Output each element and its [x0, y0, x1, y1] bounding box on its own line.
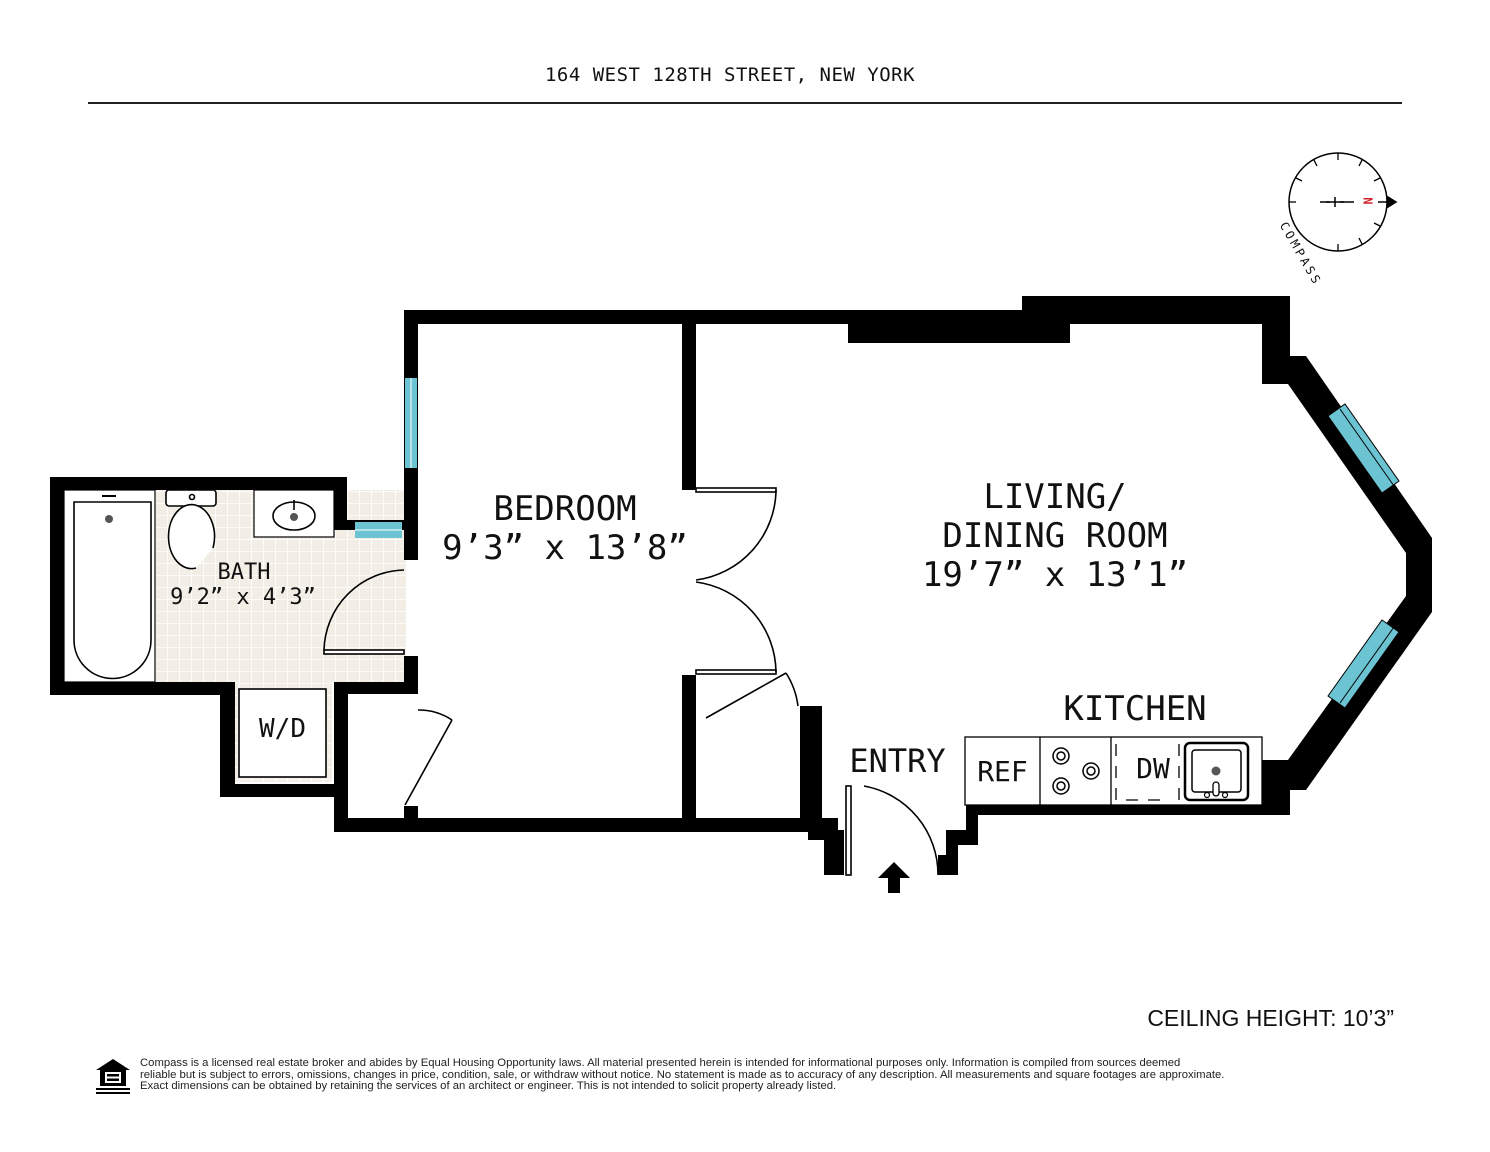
- laundry-label: W/D: [259, 714, 306, 744]
- living-room-name-line2: DINING ROOM: [942, 516, 1168, 557]
- header-divider: [88, 102, 1402, 104]
- bath-name: BATH: [217, 560, 271, 585]
- bath-label: BATH 9’2” x 4’3”: [150, 560, 336, 611]
- dishwasher-outline: [1115, 744, 1180, 801]
- bath-dimensions: 9’2” x 4’3”: [170, 585, 316, 611]
- disclaimer-line-3: Exact dimensions can be obtained by reta…: [140, 1080, 837, 1093]
- refrigerator-label: REF: [977, 755, 1028, 788]
- living-room-label: LIVING/ DINING ROOM 19’7” x 13’1”: [905, 477, 1205, 596]
- windows: [355, 378, 1400, 709]
- equal-housing-opportunity-icon: [96, 1059, 130, 1094]
- bath-sink-icon: [253, 489, 335, 538]
- disclaimer-line-2: reliable but is subject to errors, omiss…: [140, 1068, 1225, 1081]
- kitchen-sink-icon: [1183, 741, 1250, 802]
- stove-icon: [1052, 747, 1100, 795]
- washer-dryer-icon: [238, 688, 327, 778]
- bedroom-name: BEDROOM: [493, 489, 637, 529]
- bedroom-dimensions: 9’3” x 13’8”: [442, 528, 688, 569]
- doors: [323, 487, 939, 876]
- ceiling-height: CEILING HEIGHT: 10’3”: [1147, 1005, 1394, 1031]
- compass-icon: [1288, 152, 1398, 252]
- legal-disclaimer: Compass is a licensed real estate broker…: [140, 1057, 1400, 1093]
- disclaimer-line-1: Compass is a licensed real estate broker…: [140, 1057, 1181, 1069]
- living-room-dimensions: 19’7” x 13’1”: [921, 555, 1189, 596]
- living-room-name-line1: LIVING/: [983, 477, 1127, 517]
- compass-north-letter: N: [1361, 197, 1376, 205]
- entry-arrow-icon: [878, 862, 910, 893]
- toilet-icon: [165, 489, 217, 570]
- bathtub-icon: [63, 489, 156, 683]
- kitchen-label: KITCHEN: [1063, 689, 1207, 729]
- floorplan-address-title: 164 WEST 128TH STREET, NEW YORK: [544, 64, 916, 86]
- dishwasher-label: DW: [1136, 752, 1170, 785]
- entry-label: ENTRY: [849, 742, 946, 780]
- bedroom-label: BEDROOM 9’3” x 13’8”: [430, 489, 700, 569]
